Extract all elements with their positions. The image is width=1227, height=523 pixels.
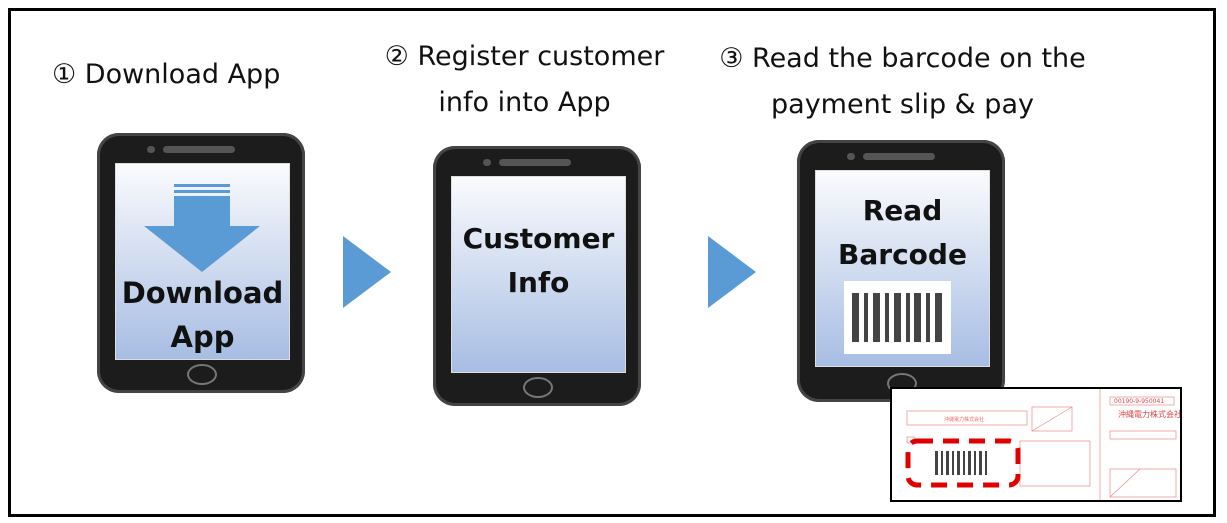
- next-arrow-icon: [708, 236, 756, 308]
- caption-line: ② Register customer: [384, 41, 665, 72]
- home-button: [187, 364, 217, 385]
- payment-slip-image: 沖縄電力株式会社 00190-9-950041 沖縄電力株式会社: [905, 389, 1180, 500]
- screen-line: Read: [862, 194, 943, 227]
- download-arrow-icon: [144, 184, 260, 272]
- diagram-frame: [8, 8, 1216, 517]
- caption-line: info into App: [438, 87, 611, 118]
- screen-line: Customer: [462, 222, 615, 255]
- screen-line: App: [170, 320, 235, 354]
- screen-line: Download: [121, 276, 284, 310]
- phone-read-barcode: Read Barcode: [797, 140, 1005, 402]
- next-arrow-icon: [343, 236, 391, 308]
- barcode-icon: [844, 281, 951, 354]
- step1-caption: ① Download App: [52, 59, 281, 90]
- caption-line: payment slip & pay: [771, 89, 1034, 120]
- phone-download: Download App: [97, 133, 305, 393]
- step2-caption: ② Register customer info into App: [372, 34, 677, 126]
- payment-slip: 沖縄電力株式会社 00190-9-950041 沖縄電力株式会社: [890, 387, 1182, 502]
- barcode-highlight: [905, 438, 1021, 488]
- slip-account-text: 00190-9-950041: [1114, 398, 1164, 405]
- slip-company-text: 沖縄電力株式会社: [1118, 409, 1180, 419]
- slip-barcode-icon: [935, 451, 987, 475]
- phone-customer-info: Customer Info: [433, 146, 641, 406]
- slip-company-text: 沖縄電力株式会社: [944, 416, 984, 423]
- screen-line: Info: [507, 266, 570, 299]
- caption-line: ③ Read the barcode on the: [719, 43, 1086, 74]
- screen-line: Barcode: [838, 238, 967, 271]
- step3-caption: ③ Read the barcode on the payment slip & …: [705, 36, 1100, 128]
- home-button: [523, 377, 553, 398]
